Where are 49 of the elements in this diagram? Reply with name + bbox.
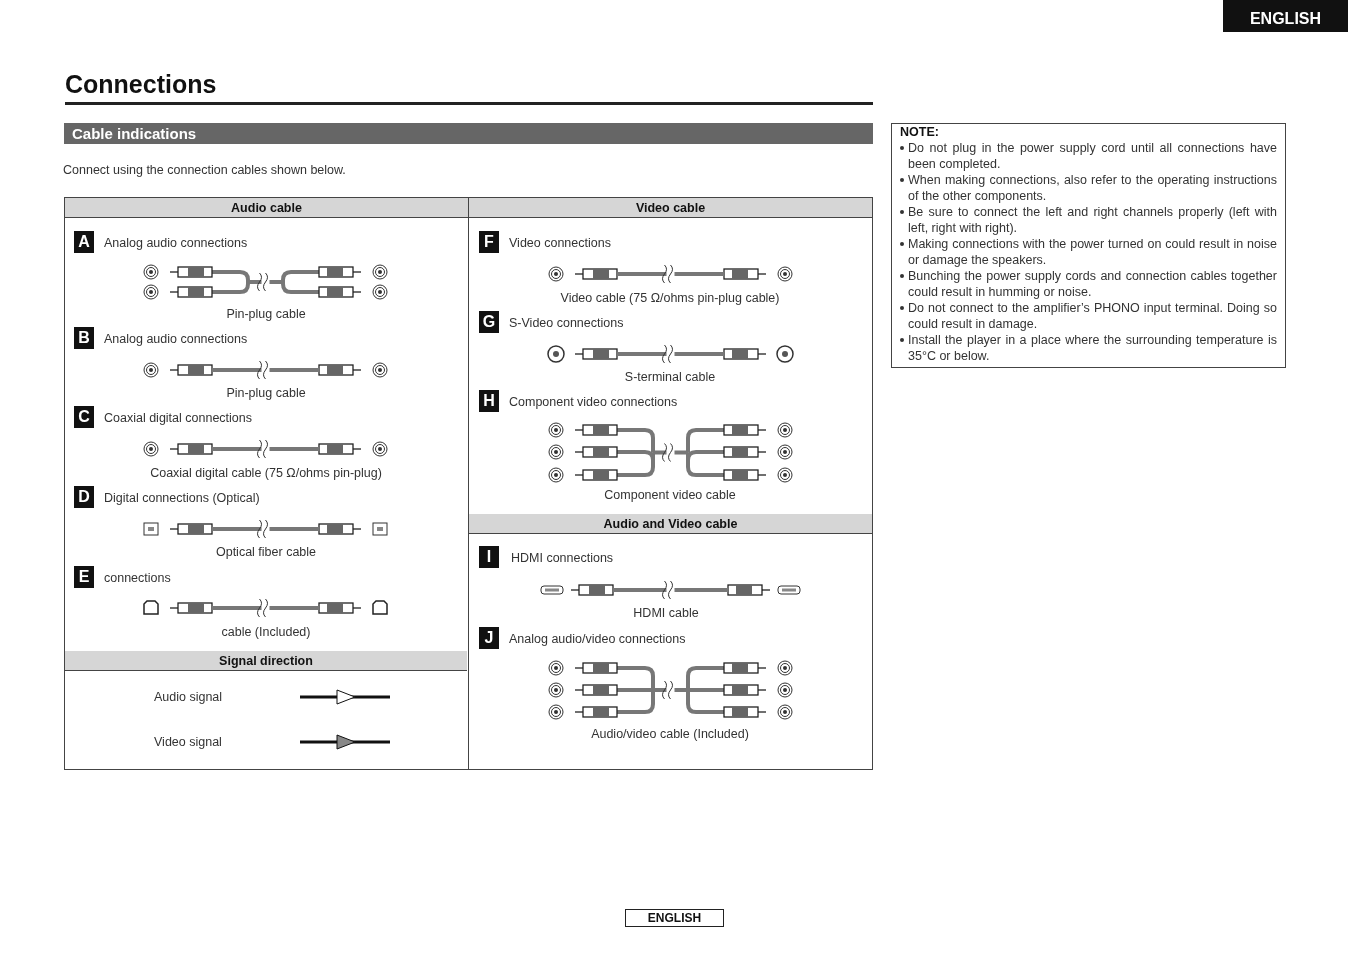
letter-badge: C — [74, 406, 94, 428]
connection-label: Coaxial digital connections — [104, 410, 252, 426]
letter-badge: B — [74, 327, 94, 349]
letter-badge: E — [74, 566, 94, 588]
legend-label: Audio signal — [154, 689, 223, 705]
table-header: Audio and Video cable — [469, 514, 872, 534]
letter-badge: D — [74, 486, 94, 508]
cable-caption: Video cable (75 Ω/ohms pin-plug cable) — [559, 290, 781, 306]
cable-caption: Pin-plug cable — [225, 385, 307, 401]
table-header: Signal direction — [65, 651, 467, 671]
connection-label: Video connections — [509, 235, 611, 251]
note-heading: NOTE: — [900, 124, 939, 140]
letter-badge: I — [479, 546, 499, 568]
cable-caption: HDMI cable — [632, 605, 700, 621]
connection-label: Analog audio connections — [104, 235, 248, 251]
connection-label: HDMI connections — [511, 550, 614, 566]
letter-badge: F — [479, 231, 499, 253]
cable-caption: S-terminal cable — [623, 369, 717, 385]
note-text: Be sure to connect the left and right channels properly (left with left, right with right). — [908, 204, 1277, 236]
connection-label: Analog audio connections — [104, 331, 248, 347]
note-text: Do not plug in the power supply cord until all connections have been completed. — [908, 140, 1277, 172]
table-header: Video cable — [469, 198, 872, 218]
letter-badge: J — [479, 627, 499, 649]
cable-caption: Coaxial digital cable (75 Ω/ohms pin-plug) — [149, 465, 383, 481]
section-heading: Cable indications — [64, 123, 873, 144]
letter-badge: H — [479, 390, 499, 412]
page-title: Connections — [65, 69, 217, 100]
connection-label: Connect using the connection cables shown below. — [63, 162, 346, 178]
cable-caption: cable (Included) — [220, 624, 312, 640]
connection-label: Digital connections (Optical) — [104, 490, 260, 506]
letter-badge: A — [74, 231, 94, 253]
note-text: Making connections with the power turned on could result in noise or damage the speakers. — [908, 236, 1277, 268]
language-tab: ENGLISH — [1223, 0, 1348, 32]
legend-label: Video signal — [154, 734, 222, 750]
note-text: Install the player in a place where the surrounding temperature is 35°C or below. — [908, 332, 1277, 364]
connection-label: Component video connections — [509, 394, 678, 410]
connection-label: connections — [104, 570, 171, 586]
connection-label: Analog audio/video connections — [509, 631, 686, 647]
letter-badge: G — [479, 311, 499, 333]
cable-caption: Audio/video cable (Included) — [590, 726, 750, 742]
footer-label: ENGLISH — [625, 909, 724, 927]
note-text: Do not connect to the amplifier’s PHONO input terminal. Doing so could result in damage. — [908, 300, 1277, 332]
table-header: Audio cable — [65, 198, 468, 218]
connection-label: S-Video connections — [509, 315, 624, 331]
note-text: When making connections, also refer to the operating instructions of the other components. — [908, 172, 1277, 204]
cable-caption: Optical fiber cable — [214, 544, 318, 560]
cable-caption: Pin-plug cable — [225, 306, 307, 322]
note-text: Bunching the power supply cords and connection cables together could result in humming or noise. — [908, 268, 1277, 300]
cable-caption: Component video cable — [603, 487, 737, 503]
